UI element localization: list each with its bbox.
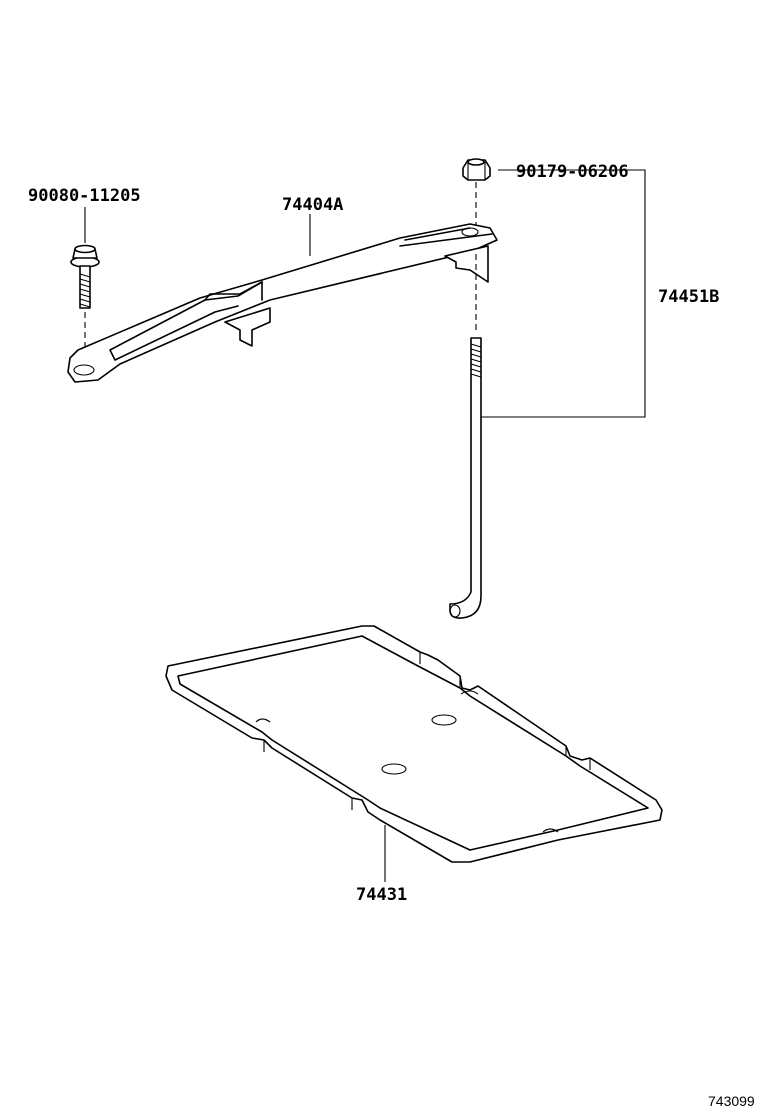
hex-nut [462,158,491,334]
battery-clamp [67,223,498,383]
label-rod-set: 74451B [658,287,719,307]
battery-tray [165,625,663,863]
label-tray: 74431 [356,885,407,905]
flange-bolt [70,207,100,360]
figure-id: 743099 [708,1093,755,1109]
label-bolt: 90080-11205 [28,186,141,206]
hook-rod [449,337,482,619]
label-clamp: 74404A [282,195,343,215]
leader-lines [309,169,646,882]
label-nut: 90179-06206 [516,162,629,182]
